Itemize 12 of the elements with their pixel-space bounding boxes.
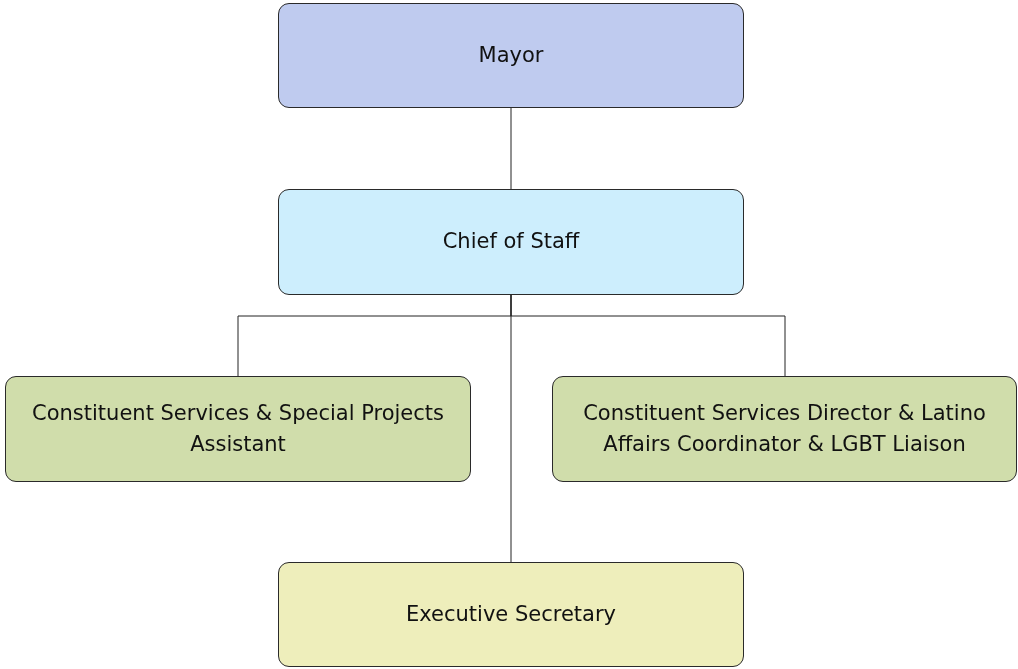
role-title: Mayor [478, 41, 544, 69]
role-box [278, 3, 744, 108]
role-title: Chief of Staff [442, 228, 580, 256]
connector-line [510, 107, 512, 190]
connector-line [510, 294, 512, 563]
role-title: Constituent Services & Special Projects Assistant [31, 399, 445, 458]
role-box [278, 189, 744, 295]
role-box [278, 562, 744, 667]
role-box [552, 376, 1017, 482]
role-box [5, 376, 471, 482]
role-title: Executive Secretary [406, 600, 616, 628]
role-title: Constituent Services Director & Latino Affairs Coordinator & LGBT Liaison [582, 399, 987, 458]
